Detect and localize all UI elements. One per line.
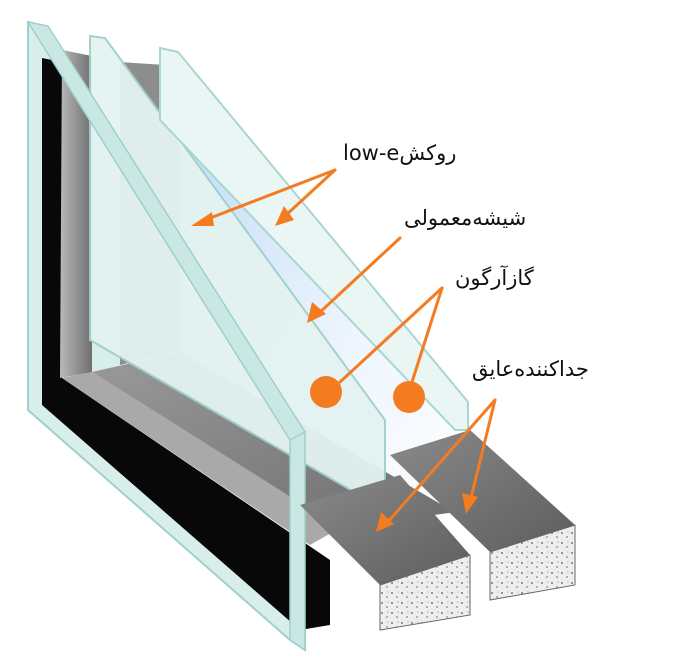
- argon-dot-2: [393, 381, 425, 413]
- argon-dot-1: [310, 376, 342, 408]
- label-ordinary-glass: شیشه‌معمولی: [404, 206, 527, 230]
- spacer-back: [390, 430, 576, 601]
- label-argon-gas: گاز‌آرگون: [455, 266, 534, 290]
- arrow-heads: [191, 206, 478, 532]
- spacer-front: [300, 475, 471, 631]
- callout-arrows: [203, 168, 497, 526]
- label-low-e-coating: روکشlow-e: [343, 141, 457, 165]
- front-glass-edge: [26, 20, 307, 652]
- label-insulating-spacer: جداکننده‌عایق: [472, 357, 589, 381]
